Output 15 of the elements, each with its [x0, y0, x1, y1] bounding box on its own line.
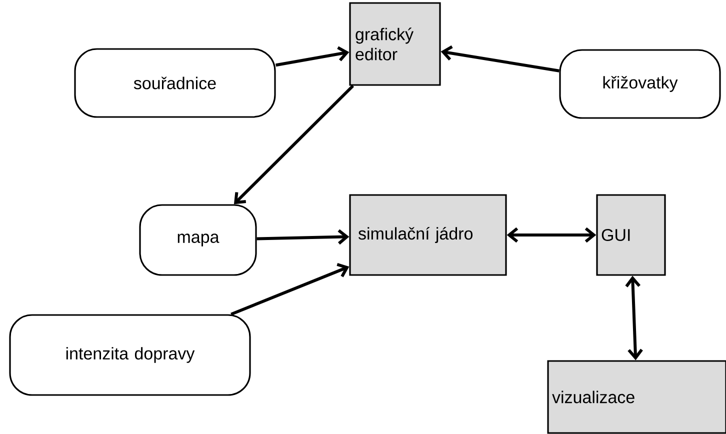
arrow	[625, 276, 643, 360]
arrow	[234, 84, 354, 204]
rounded-box: intenzita dopravy	[9, 314, 251, 396]
process-box: grafický editor	[349, 2, 441, 86]
arrow	[276, 46, 350, 67]
arrow	[440, 45, 560, 72]
rounded-box: křižovatky	[559, 49, 721, 119]
process-box: vizualizace	[547, 360, 726, 434]
process-box: simulační jádro	[349, 194, 507, 276]
rounded-box: mapa	[139, 204, 257, 276]
rounded-box: souřadnice	[74, 48, 276, 118]
arrow	[506, 227, 596, 243]
arrow	[256, 229, 350, 245]
arrow	[230, 263, 350, 316]
process-box: GUI	[596, 194, 666, 276]
